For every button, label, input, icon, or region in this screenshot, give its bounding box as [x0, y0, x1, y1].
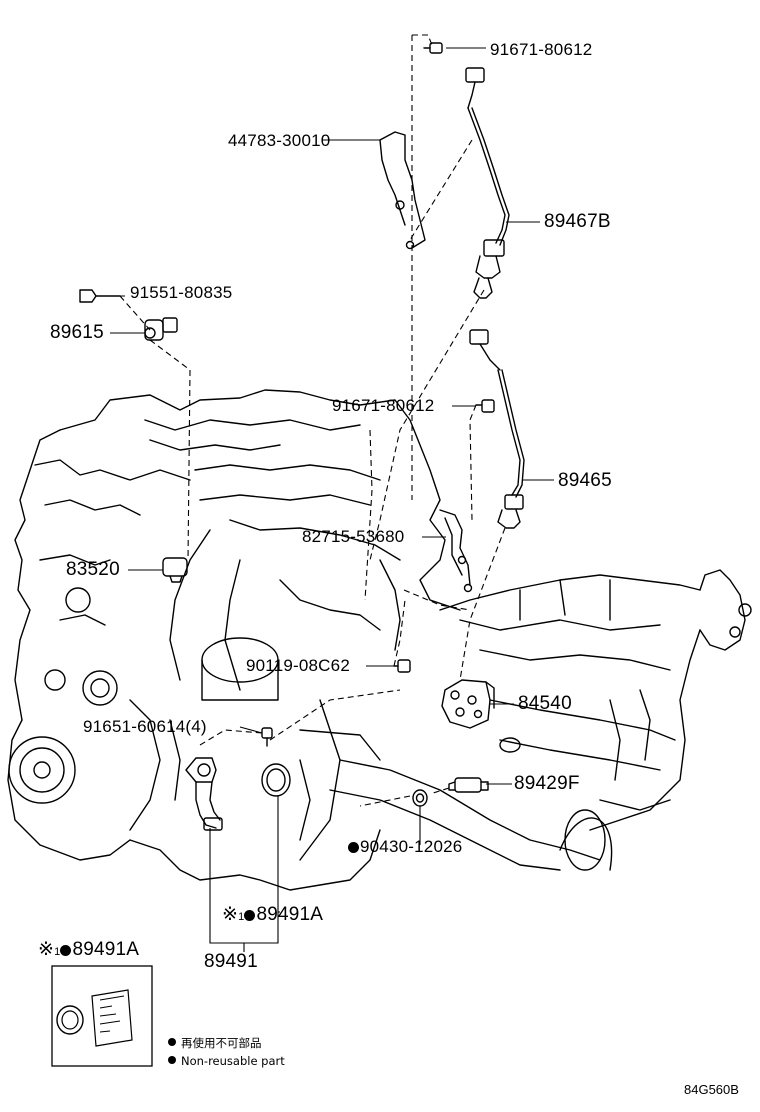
label-84540: 84540	[518, 693, 572, 714]
label-91671-80612-top: 91671-80612	[490, 40, 593, 59]
non-reusable-dot	[348, 842, 359, 853]
sensor-89467B	[465, 67, 510, 299]
label-91651-60614: 91651-60614(4)	[83, 717, 207, 736]
legend-dot	[168, 1056, 176, 1064]
label-44783-30010: 44783-30010	[228, 131, 331, 150]
bolt-91671-top	[423, 42, 443, 54]
label-91671-80612-mid: 91671-80612	[332, 396, 435, 415]
figure-code: 84G560B	[684, 1082, 739, 1097]
gasket-90430	[412, 789, 428, 807]
bracket-44783	[379, 131, 426, 250]
label-89491: 89491	[204, 951, 258, 972]
bolt-91651	[261, 727, 273, 747]
label-82715-53680: 82715-53680	[302, 527, 405, 546]
label-89467B: 89467B	[544, 211, 611, 232]
sensor-89465	[469, 329, 525, 529]
label-89615: 89615	[50, 322, 104, 343]
engine-outline	[7, 389, 613, 891]
label-91551-80835: 91551-80835	[130, 283, 233, 302]
transmission-outline	[439, 569, 752, 831]
label-90119-08C62: 90119-08C62	[246, 656, 350, 675]
bolt-91671-mid	[475, 399, 495, 413]
switch-83520	[162, 557, 188, 583]
non-reusable-dot	[60, 945, 72, 956]
non-reusable-dot	[244, 910, 256, 921]
legend-note-en: Non-reusable part	[168, 1054, 285, 1068]
bracket-82715	[439, 509, 473, 593]
sensor-89429F	[448, 777, 489, 793]
label-89465: 89465	[558, 470, 612, 491]
bolt-90119	[393, 659, 411, 673]
legend-dot	[168, 1038, 176, 1046]
leader-lines	[103, 47, 554, 952]
switch-84540	[441, 679, 495, 729]
legend-note-jp: 再使用不可部品	[168, 1036, 262, 1050]
label-89429F: 89429F	[514, 773, 580, 794]
sensor-89491	[185, 757, 223, 831]
kit-box	[51, 965, 153, 1067]
label-83520: 83520	[66, 559, 120, 580]
assembly-dashed-lines	[119, 34, 506, 807]
oring-89491A	[261, 763, 291, 797]
label-90430-12026: 90430-12026	[348, 837, 462, 857]
